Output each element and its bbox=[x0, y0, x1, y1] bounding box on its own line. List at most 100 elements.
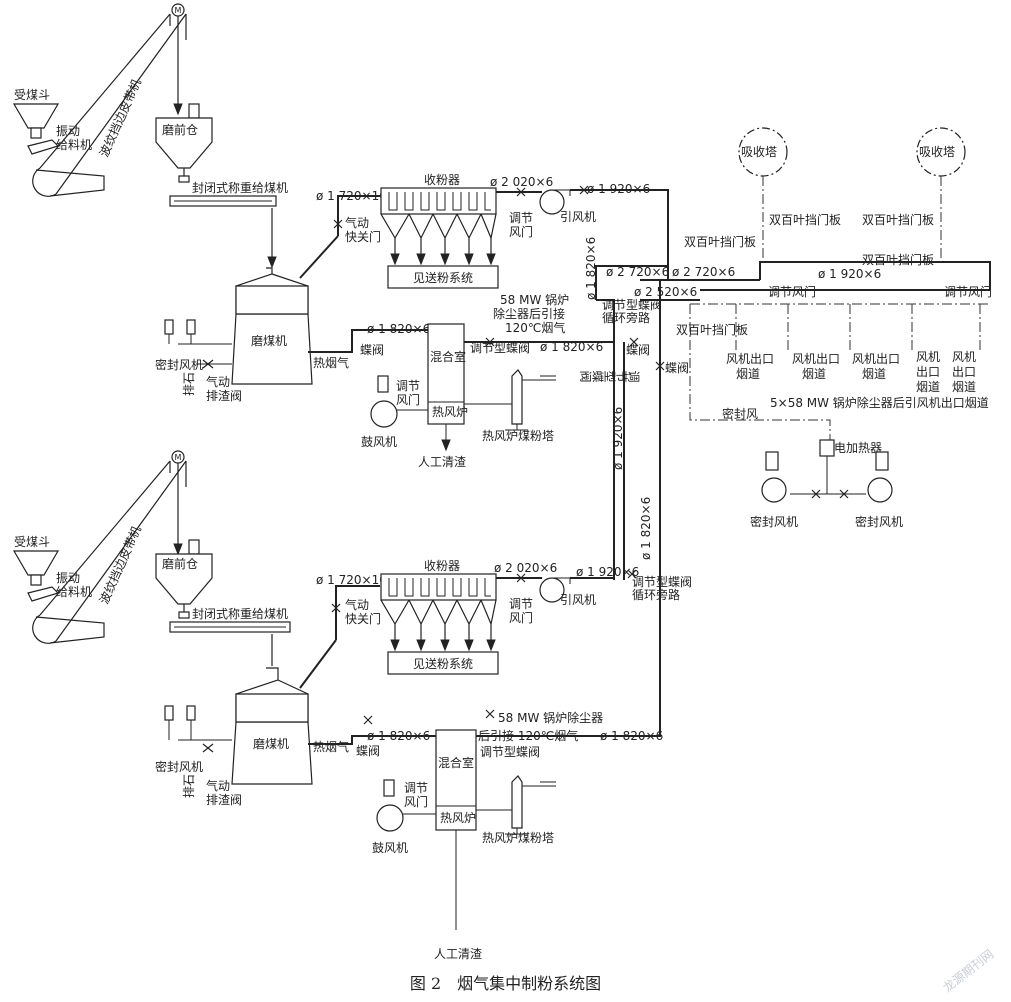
dim-2020-a: ø 2 020×6 bbox=[490, 175, 553, 189]
vibrating-feeder-icon bbox=[27, 139, 60, 155]
header-system: ø 1 820×6 调节型蝶阀 循环旁路 ø 2 720×6 ø 2 720×6… bbox=[579, 127, 992, 730]
blower-label: 鼓风机 bbox=[361, 435, 397, 449]
flue-1b: 烟道 bbox=[736, 367, 760, 381]
hopper-label: 受煤斗 bbox=[14, 88, 50, 102]
process-flow-diagram: M 波纹挡边皮带机 受煤斗 振动 给料机 磨前仓 封闭式称重给煤机 bbox=[12, 3, 992, 961]
louver-label-4: 双百叶挡门板 bbox=[862, 252, 934, 267]
fan-outlet-2a: 风机出口 bbox=[792, 352, 840, 366]
belt-conveyor bbox=[32, 13, 187, 197]
flue-2b: 烟道 bbox=[802, 367, 826, 381]
adj-label-d2: 风门 bbox=[404, 794, 428, 809]
louver-label-1: 双百叶挡门板 bbox=[769, 212, 841, 227]
conveying-system-box-2 bbox=[387, 651, 499, 675]
adj-bfv-label-2: 调节型蝶阀 bbox=[480, 744, 540, 759]
butterfly-label-c: 蝶阀 bbox=[665, 360, 689, 375]
louver-label-2: 双百叶挡门板 bbox=[862, 212, 934, 227]
hopper-neck bbox=[30, 127, 42, 139]
blower-icon bbox=[370, 400, 398, 428]
hopper-label-2: 受煤斗 bbox=[14, 535, 50, 549]
feeder-label-2: 给料机 bbox=[56, 138, 92, 152]
bunker-top-box bbox=[188, 103, 200, 119]
reject-label: 排石 bbox=[182, 372, 196, 396]
feeder2-label-2: 给料机 bbox=[56, 585, 92, 599]
louver-label-5: 双百叶挡门板 bbox=[676, 322, 748, 337]
pneumatic-label: 气动 bbox=[206, 374, 230, 389]
fast-valve2-label-1: 气动 bbox=[345, 597, 369, 612]
boiler-flue-label-2: 除尘器后引接 bbox=[493, 306, 565, 321]
powder-collector-2 bbox=[380, 573, 497, 652]
dim-2020-b: ø 2 020×6 bbox=[494, 561, 557, 575]
slag-valve-label-2: 排渣阀 bbox=[206, 793, 242, 807]
fan-4a: 风机 bbox=[916, 350, 940, 364]
adj-damper-label-2: 调节风门 bbox=[944, 284, 992, 299]
adj-label-c1: 调节 bbox=[509, 597, 533, 611]
mill-label-2: 磨煤机 bbox=[253, 737, 289, 751]
id-fan-label-2: 引风机 bbox=[560, 593, 596, 607]
manual-slag-label-a: 人工清渣 bbox=[418, 455, 466, 469]
dim-1920-hdr: ø 1 920×6 bbox=[818, 267, 881, 281]
upper-system: M 波纹挡边皮带机 受煤斗 振动 给料机 磨前仓 封闭式称重给煤机 bbox=[12, 3, 669, 469]
furnace-tower-label: 热风炉煤粉塔 bbox=[482, 429, 554, 443]
bypass-label-2: 循环旁路 bbox=[602, 310, 650, 325]
dim-1920-vert: ø 1 920×6 bbox=[611, 407, 625, 470]
fan-5a: 风机 bbox=[952, 350, 976, 364]
butterfly-label-b: 蝶阀 bbox=[626, 342, 650, 357]
electric-heater bbox=[819, 439, 835, 457]
dim-1720-b: ø 1 720×10 bbox=[316, 573, 387, 587]
mixing-chamber-2 bbox=[435, 729, 477, 831]
feeder2-label-1: 振动 bbox=[56, 571, 80, 585]
boiler-flue-b-label-1: 58 MW 锅炉除尘器 bbox=[498, 710, 603, 725]
adj-label-b1: 调节 bbox=[396, 379, 420, 393]
dim-1820-b: ø 1 820×6 bbox=[540, 340, 603, 354]
belt-conveyor-2 bbox=[32, 460, 187, 644]
bypass2-label-1: 调节型蝶阀 bbox=[632, 574, 692, 589]
weigh-feeder-label-2: 封闭式称重给煤机 bbox=[192, 607, 288, 621]
boilers-note: 5×58 MW 锅炉除尘器后引风机出口烟道 bbox=[770, 395, 989, 410]
seal-fan-r1-label: 密封风机 bbox=[750, 514, 798, 529]
fast-valve-label-2: 快关门 bbox=[345, 229, 381, 244]
dim-1820-vert-b: ø 1 820×6 bbox=[639, 497, 653, 560]
dim-1920-a: ø 1 920×6 bbox=[587, 182, 650, 196]
reject-label-2: 排石 bbox=[182, 774, 196, 798]
motor-label-2: M bbox=[175, 453, 182, 462]
adj-label-a2: 风门 bbox=[509, 224, 533, 239]
absorber-label-2: 吸收塔 bbox=[919, 145, 955, 159]
boiler-flue-label-3: 120℃烟气 bbox=[505, 320, 565, 335]
collector-label: 收粉器 bbox=[424, 173, 460, 187]
seal-fan-icon-r1 bbox=[761, 477, 787, 503]
adj-label-a1: 调节 bbox=[509, 211, 533, 225]
figure-caption: 图 2 烟气集中制粉系统图 bbox=[409, 974, 602, 993]
louver-label-3: 双百叶挡门板 bbox=[684, 234, 756, 249]
coal-hopper-2 bbox=[12, 550, 60, 576]
fast-valve-label-1: 气动 bbox=[345, 215, 369, 230]
dim-2720-b: ø 2 720×6 bbox=[672, 265, 735, 279]
hot-gas-label-2: 热烟气 bbox=[313, 739, 349, 754]
seal-fan-label: 密封风机 bbox=[155, 357, 203, 372]
hot-gas-label: 热烟气 bbox=[313, 355, 349, 370]
weigh-feeder-label: 封闭式称重给煤机 bbox=[192, 181, 288, 195]
dim-2720-a: ø 2 720×6 bbox=[606, 265, 669, 279]
electric-heater-label: 电加热器 bbox=[834, 441, 882, 455]
manual-slag-label-b: 人工清渣 bbox=[434, 947, 482, 961]
blower-label-2: 鼓风机 bbox=[372, 841, 408, 855]
dim-2520: ø 2 520×6 bbox=[634, 285, 697, 299]
flue-5c: 烟道 bbox=[952, 380, 976, 394]
butterfly-label-2: 蝶阀 bbox=[356, 743, 380, 758]
adj-label-b2: 风门 bbox=[396, 392, 420, 407]
fan-outlet-1a: 风机出口 bbox=[726, 352, 774, 366]
dim-1820-vert: ø 1 820×6 bbox=[584, 237, 598, 300]
mixing-label: 混合室 bbox=[430, 349, 466, 364]
adj-label-c2: 风门 bbox=[509, 610, 533, 625]
conveying-label-2: 见送粉系统 bbox=[413, 656, 473, 671]
pneumatic-label-2: 气动 bbox=[206, 778, 230, 793]
dim-1820-d: ø 1 820×6 bbox=[600, 729, 663, 743]
seal-air-label: 密封风 bbox=[722, 406, 758, 421]
dim-1720-a: ø 1 720×10 bbox=[316, 189, 387, 203]
adj-label-d1: 调节 bbox=[404, 781, 428, 795]
dim-1920-b: ø 1 920×6 bbox=[576, 565, 639, 579]
flue-3b: 烟道 bbox=[862, 367, 886, 381]
seal-fan-r2-label: 密封风机 bbox=[855, 514, 903, 529]
belt-label-2: 波纹挡边皮带机 bbox=[97, 524, 144, 606]
hot-furnace-label-2: 热风炉 bbox=[440, 811, 476, 825]
mill-label: 磨煤机 bbox=[251, 334, 287, 348]
